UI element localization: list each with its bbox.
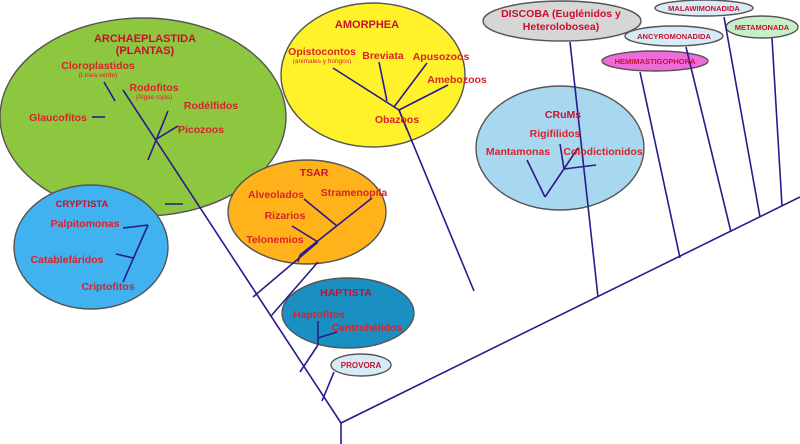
metamonada-label: METAMONADA	[735, 23, 790, 32]
branch-rod-pico	[154, 125, 179, 141]
branch-rod-group	[147, 110, 169, 161]
branch-crums-colod	[563, 164, 597, 170]
provora-ellipse	[330, 353, 392, 377]
rodofitos-label: Rodofitos	[130, 82, 179, 94]
breviata-label: Breviata	[362, 50, 404, 62]
branch-crums-rigi	[559, 143, 565, 170]
archaeplastida-title: ARCHAEPLASTIDA	[94, 33, 196, 45]
picozoos-label: Picozoos	[178, 124, 224, 136]
ancyromonadida-label: ANCYROMONADIDA	[637, 32, 711, 41]
branch-provora	[321, 371, 335, 402]
haptista-title: HAPTISTA	[320, 287, 372, 299]
animales-hongos-label: (animales y hongos)	[293, 58, 352, 65]
branch-tsar-alveol	[303, 198, 338, 227]
rodelfidos-label: Rodélfidos	[184, 100, 238, 112]
branch-backbone	[340, 196, 800, 424]
branch-amebo	[398, 84, 449, 111]
branch-metamonada	[771, 37, 783, 207]
archaeplastida-subtitle: (PLANTAS)	[116, 45, 175, 57]
cloroplastidos-label: Cloroplastidos	[61, 60, 135, 72]
opistocontos-label: Opistocontos	[288, 46, 356, 58]
provora-label: PROVORA	[341, 361, 382, 370]
amorphea-title: AMORPHEA	[335, 19, 399, 31]
branch-crums-main	[544, 147, 579, 198]
branch-amorphea-stem	[398, 109, 475, 292]
branch-cryptista-palp	[122, 224, 149, 229]
malawimonadida-label: MALAWIMONADIDA	[668, 4, 740, 13]
cryptista-title: CRYPTISTA	[56, 199, 109, 210]
branch-opisto	[332, 67, 400, 111]
discoba-ellipse	[482, 0, 642, 42]
glaucofitos-label: Glaucofitos	[29, 112, 87, 124]
branch-diaphoretickes	[122, 89, 342, 424]
discoba-title-line2: Heterolobosea)	[523, 21, 599, 33]
branch-malawi	[723, 16, 761, 218]
branch-tsar-2	[299, 197, 373, 256]
criptofitos-label: Criptofitos	[81, 281, 134, 293]
stramenopila-label: Stramenopila	[321, 187, 388, 199]
haptofitos-label: Haptofitos	[293, 309, 345, 321]
algas-rojas-label: (Algas rojas)	[136, 94, 172, 101]
branch-crums-manta	[526, 159, 546, 198]
branch-cryptista-main	[122, 224, 149, 283]
tree-branches	[92, 16, 800, 444]
amorphea-ellipse	[280, 2, 466, 148]
obazoos-label: Obazoos	[375, 114, 419, 126]
branch-discoba	[569, 41, 599, 298]
branch-apuso	[393, 62, 428, 108]
branch-ancyro	[685, 46, 732, 233]
apusozoos-label: Apusozoos	[413, 51, 470, 63]
branch-haptista-stem	[299, 344, 319, 373]
hemimastigophora-label: HEMIMASTIGOPHORA	[615, 57, 696, 66]
tsar-ellipse	[227, 159, 387, 265]
colodictionidos-label: Colodictionidos	[563, 146, 642, 158]
malawimonadida-ellipse	[654, 0, 754, 17]
hemimastigophora-ellipse	[601, 50, 709, 72]
rizarios-label: Rizarios	[265, 210, 306, 222]
branch-hemi	[639, 71, 681, 259]
branch-cryptista-catab	[115, 253, 134, 259]
rigifilidos-label: Rigifilidos	[530, 128, 581, 140]
crums-title: CRuMs	[545, 109, 581, 121]
mantamonas-label: Mantamonas	[486, 146, 550, 158]
branch-tsar-1	[252, 241, 319, 298]
cryptista-ellipse	[13, 184, 169, 310]
branch-centro	[317, 331, 338, 339]
centrohelidos-label: Centrohélidos	[332, 322, 403, 334]
branch-breviata	[378, 61, 388, 102]
branch-tsar-rizar	[291, 225, 319, 243]
alveolados-label: Alveolados	[248, 189, 304, 201]
catablefaridos-label: Catablefáridos	[31, 254, 104, 266]
haptista-ellipse	[281, 277, 415, 349]
telonemios-label: Telonemios	[246, 234, 304, 246]
branch-cloro	[103, 81, 116, 102]
branch-obazoa-label	[398, 109, 408, 131]
tsar-title: TSAR	[300, 167, 329, 179]
amebozoos-label: Amebozoos	[427, 74, 487, 86]
branch-tsar-telon	[297, 254, 301, 263]
ancyromonadida-ellipse	[624, 25, 724, 47]
discoba-title-line1: DISCOBA (Euglénidos y	[501, 8, 621, 20]
branch-sar-hap	[270, 261, 319, 317]
linea-verde-label: (Línea verde)	[79, 72, 118, 79]
palpitomonas-label: Palpitomonas	[51, 218, 120, 230]
